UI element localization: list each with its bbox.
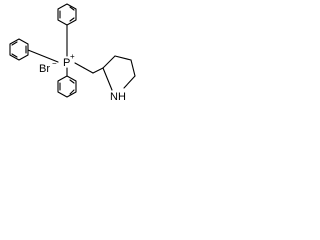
bromide-charge-label: − — [52, 59, 57, 68]
ethylene-chain — [83, 67, 104, 74]
nitrogen-atom-label: NH — [110, 91, 126, 103]
phenyl-ring-top — [57, 3, 77, 26]
pyrrolidine-ring — [102, 55, 136, 91]
molecule-structure-diagram: P + Br − NH — [9, 3, 136, 103]
phenyl-ring-bottom — [57, 75, 77, 98]
phosphorus-bonds — [27, 24, 85, 77]
phosphorus-atom-label: P — [63, 57, 70, 69]
phenyl-ring-left — [9, 38, 29, 61]
bromide-atom-label: Br — [39, 63, 50, 75]
phosphorus-charge-label: + — [70, 52, 75, 61]
